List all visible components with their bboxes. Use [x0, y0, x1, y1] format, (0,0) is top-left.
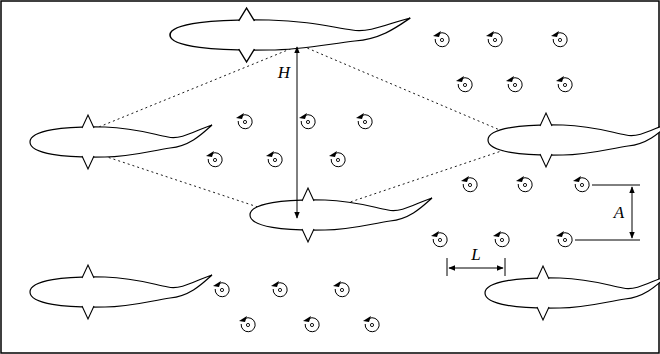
vortex-group: [206, 31, 589, 332]
dimension-label: H: [276, 63, 292, 82]
fish-group: [30, 8, 660, 320]
dimension-lines: [297, 47, 640, 276]
dimension-label: A: [612, 203, 626, 222]
dimension-label: L: [469, 245, 482, 264]
